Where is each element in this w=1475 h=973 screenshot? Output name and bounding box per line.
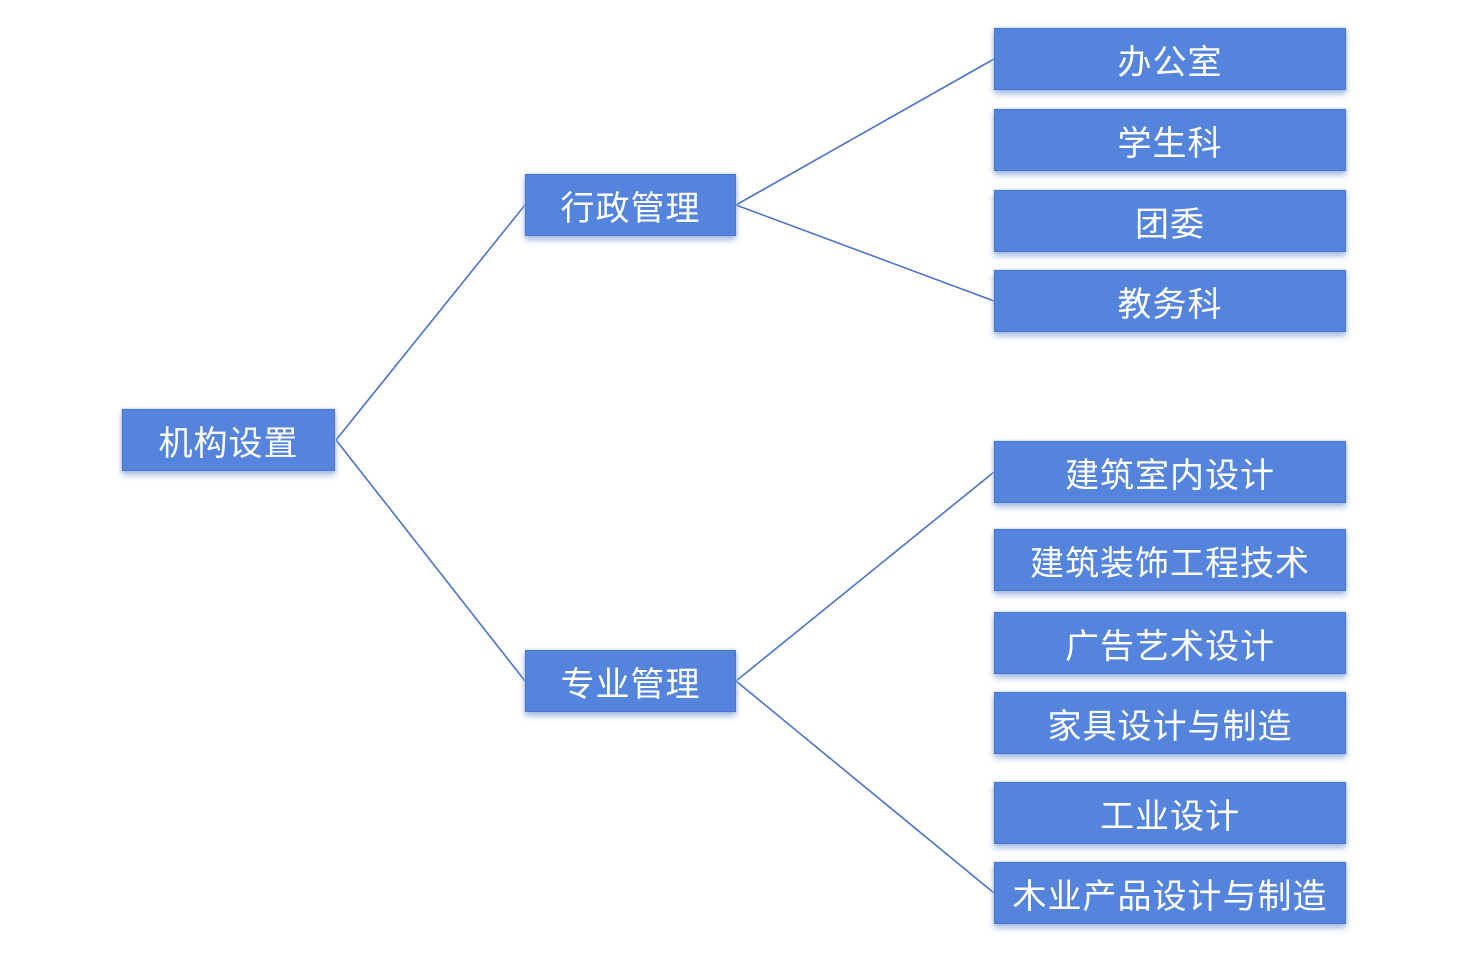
leaf-node-furniture-design: 家具设计与制造 [994,692,1346,754]
leaf-node-academic-affairs: 教务科 [994,270,1346,332]
branch-node-admin: 行政管理 [525,174,736,236]
connector-major-to-interior [735,471,995,682]
leaf-node-decoration-engineering: 建筑装饰工程技术 [994,529,1346,591]
leaf-node-wood-product-design: 木业产品设计与制造 [994,862,1346,924]
leaf-node-industrial-design: 工业设计 [994,782,1346,844]
connector-admin-to-academic [735,204,995,302]
leaf-node-youth-league: 团委 [994,190,1346,252]
leaf-node-office: 办公室 [994,28,1346,90]
branch-node-major: 专业管理 [525,650,736,712]
root-node: 机构设置 [122,409,335,471]
connector-admin-to-office [735,58,995,206]
connector-major-to-wood [735,680,995,894]
connector-root-to-admin [335,204,526,441]
leaf-node-student-section: 学生科 [994,109,1346,171]
connector-root-to-major [335,439,526,682]
leaf-node-advertising-design: 广告艺术设计 [994,612,1346,674]
leaf-node-interior-design: 建筑室内设计 [994,441,1346,503]
